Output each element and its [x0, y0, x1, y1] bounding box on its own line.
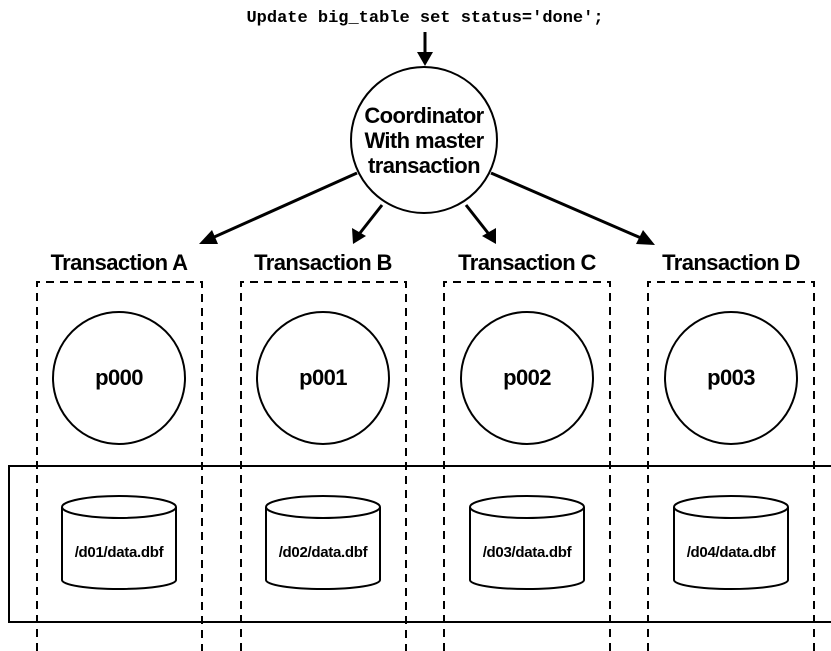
storage-band [8, 465, 831, 623]
transaction-c: Transaction C p002 /d03/data.dbf [443, 250, 611, 651]
process-p001-circle [256, 311, 390, 445]
process-p003-label: p003 [707, 365, 755, 390]
datafile-d04-icon [673, 495, 789, 590]
datafile-d01-label: /d01/data.dbf [75, 544, 165, 561]
process-p001-label: p001 [299, 365, 347, 390]
coordinator-line-1: Coordinator [364, 103, 484, 128]
datafile-d03-label: /d03/data.dbf [483, 544, 573, 561]
transaction-d-label: Transaction D [662, 250, 800, 275]
sql-statement: Update big_table set status='done'; [246, 9, 603, 28]
coordinator-to-transaction-b-arrow [352, 204, 384, 244]
transaction-a-boundary [36, 281, 203, 651]
transaction-c-label: Transaction C [458, 250, 596, 275]
transaction-d-boundary [647, 281, 815, 651]
datafile-d02-icon [265, 495, 381, 590]
transaction-b: Transaction B p001 /d02/data.dbf [240, 250, 407, 651]
coordinator-line-3: transaction [368, 153, 480, 178]
transaction-c-boundary [443, 281, 611, 651]
coordinator-circle [350, 66, 498, 214]
datafile-d01-icon [61, 495, 177, 590]
coordinator-node: Coordinator With master transaction [350, 66, 498, 214]
process-p000-label: p000 [95, 365, 143, 390]
coordinator-line-2: With master [364, 128, 484, 153]
coordinator-to-transaction-a-arrow [199, 171, 358, 244]
transaction-a: Transaction A p000 /d01/data.dbf [36, 250, 203, 651]
datafile-d04-label: /d04/data.dbf [687, 544, 777, 561]
transaction-a-label: Transaction A [51, 250, 189, 275]
sql-to-coordinator-arrow [417, 32, 433, 66]
transaction-b-label: Transaction B [254, 250, 392, 275]
process-p002-label: p002 [503, 365, 551, 390]
coordinator-to-transaction-d-arrow [490, 171, 655, 245]
datafile-d03-icon [469, 495, 585, 590]
transaction-d: Transaction D p003 /d04/data.dbf [647, 250, 815, 651]
process-p003-circle [664, 311, 798, 445]
transaction-b-boundary [240, 281, 407, 651]
process-p002-circle [460, 311, 594, 445]
datafile-d02-label: /d02/data.dbf [279, 544, 369, 561]
coordinator-to-transaction-c-arrow [464, 204, 496, 244]
process-p000-circle [52, 311, 186, 445]
